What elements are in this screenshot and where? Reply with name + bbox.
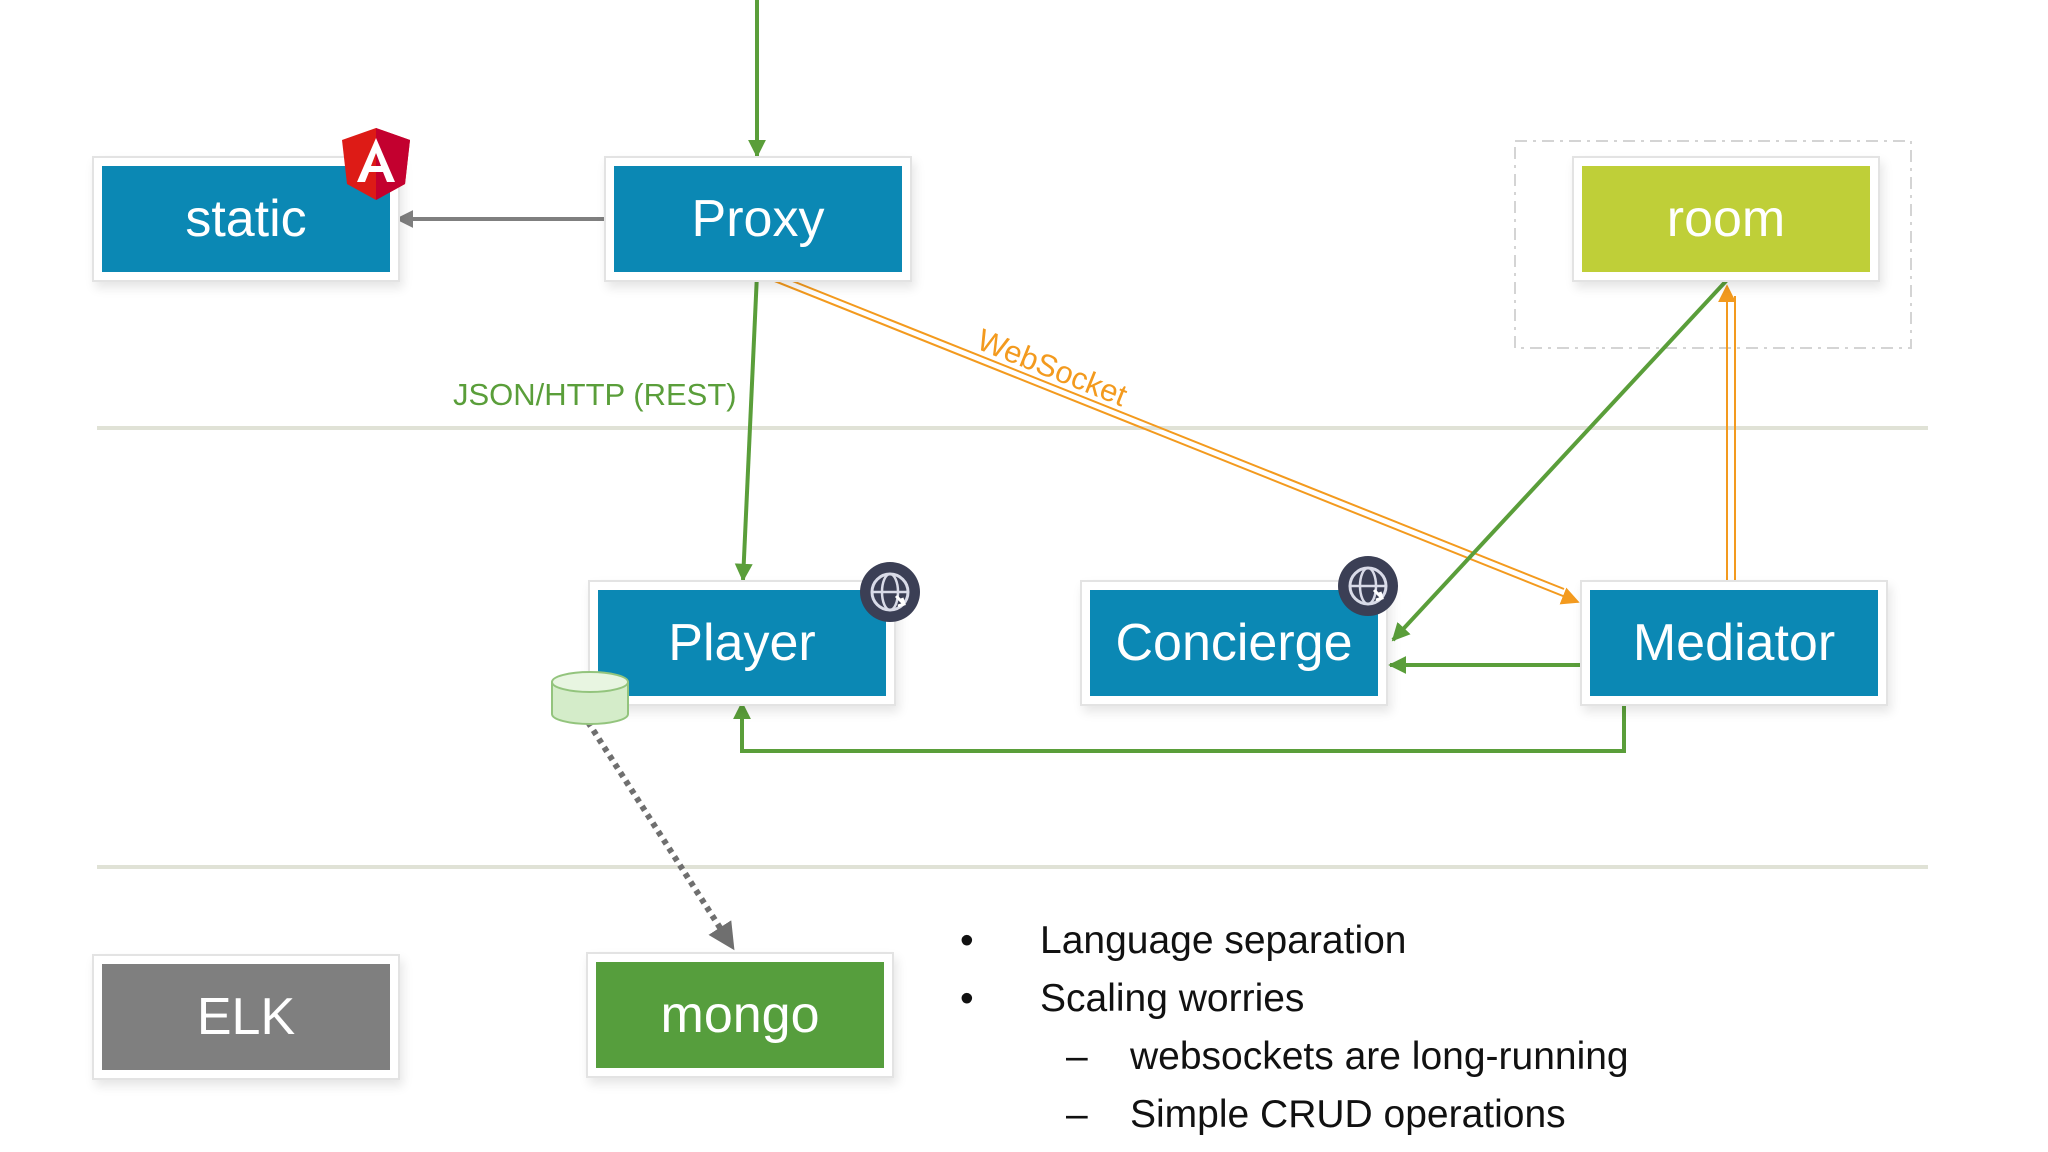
database-cylinder-icon: [551, 671, 629, 725]
node-room-label: room: [1666, 190, 1786, 248]
node-proxy-label: Proxy: [691, 190, 825, 248]
edge-proxy-player: [734, 273, 759, 582]
angular-icon: [342, 128, 410, 200]
list-item-text: Language separation: [1040, 919, 1407, 962]
list-item: Language separation: [960, 912, 1629, 970]
node-concierge: Concierge: [1090, 590, 1378, 696]
edge-player-mongo: [585, 720, 736, 951]
node-mediator-label: Mediator: [1632, 614, 1836, 672]
edge-room-concierge: [1391, 278, 1729, 642]
list-item-text: Simple CRUD operations: [1130, 1093, 1566, 1136]
node-mediator: Mediator: [1590, 590, 1878, 696]
node-mongo-label: mongo: [660, 986, 820, 1044]
list-item-text: Scaling worries: [1040, 977, 1305, 1020]
node-mongo: mongo: [596, 962, 884, 1068]
websocket-edge-label: WebSocket: [972, 322, 1132, 413]
edge-proxy-mediator-parallel: [759, 267, 1565, 590]
node-elk: ELK: [102, 964, 390, 1070]
node-static-label: static: [185, 190, 307, 248]
node-room: room: [1582, 166, 1870, 272]
websphere-icon: [860, 562, 920, 622]
node-player-label: Player: [668, 614, 816, 672]
rest-edge-label: JSON/HTTP (REST): [453, 377, 737, 412]
edge-proxy-mediator: [756, 273, 1580, 605]
websphere-icon: [1338, 556, 1398, 616]
node-static: static: [102, 166, 390, 272]
notes-list: Language separation Scaling worries webs…: [960, 912, 1629, 1144]
list-item: Scaling worries: [960, 970, 1629, 1028]
node-player: Player: [598, 590, 886, 696]
node-elk-label: ELK: [196, 988, 296, 1046]
list-item: Simple CRUD operations: [960, 1086, 1629, 1144]
node-proxy: Proxy: [614, 166, 902, 272]
node-concierge-label: Concierge: [1115, 614, 1353, 672]
room-group-boundary: [1514, 140, 1912, 349]
edge-mediator-player: [733, 701, 1626, 753]
list-item: websockets are long-running: [960, 1028, 1629, 1086]
list-item-text: websockets are long-running: [1130, 1035, 1629, 1078]
